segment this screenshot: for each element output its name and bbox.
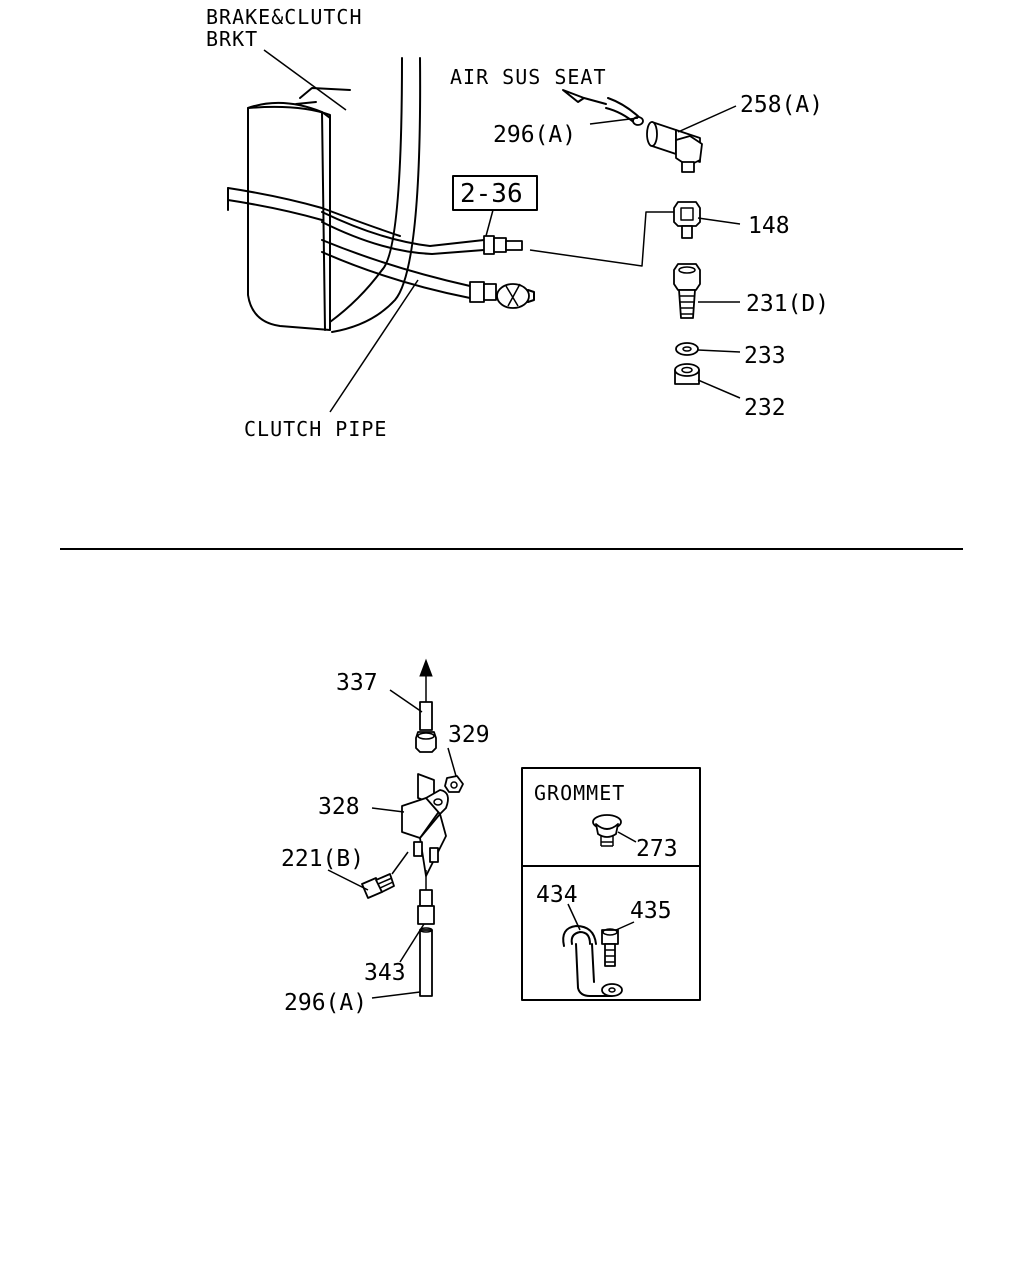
grommet-title: GROMMET	[534, 781, 625, 805]
clutch-pipe-label: CLUTCH PIPE	[244, 417, 387, 441]
air-sus-seat-label: AIR SUS SEAT	[450, 65, 607, 89]
part-label-328: 328	[318, 794, 360, 820]
inset-box	[521, 767, 701, 1001]
part-label-434: 434	[536, 882, 578, 908]
part-label-221b: 221(B)	[281, 846, 364, 872]
part-label-329: 329	[448, 722, 490, 748]
air-pipe-drawing	[562, 89, 644, 126]
part-label-337: 337	[336, 670, 378, 696]
part-label-296a-bottom: 296(A)	[284, 990, 367, 1016]
part-label-343: 343	[364, 960, 406, 986]
connector-231d	[673, 263, 701, 319]
washer-233	[675, 342, 699, 356]
nut-232	[674, 363, 700, 385]
reference-box	[452, 175, 538, 211]
part-label-231d: 231(D)	[746, 291, 829, 317]
part-label-273: 273	[636, 836, 678, 862]
bracket-drawing	[227, 57, 674, 333]
valve-assembly-drawing	[361, 658, 464, 997]
bracket-label-line2: BRKT	[206, 27, 258, 51]
leader-lines-bottom	[327, 689, 457, 999]
part-label-232: 232	[744, 395, 786, 421]
leader-lines-top	[263, 49, 741, 413]
elbow-fitting-258a	[646, 121, 703, 173]
bracket-label-line1: BRAKE&CLUTCH	[206, 5, 363, 29]
part-label-258a: 258(A)	[740, 92, 823, 118]
part-label-148: 148	[748, 213, 790, 239]
part-label-296a-top: 296(A)	[493, 122, 576, 148]
fitting-148	[673, 201, 701, 239]
part-label-233: 233	[744, 343, 786, 369]
part-label-435: 435	[630, 898, 672, 924]
reference-box-label: 2-36	[460, 179, 523, 209]
